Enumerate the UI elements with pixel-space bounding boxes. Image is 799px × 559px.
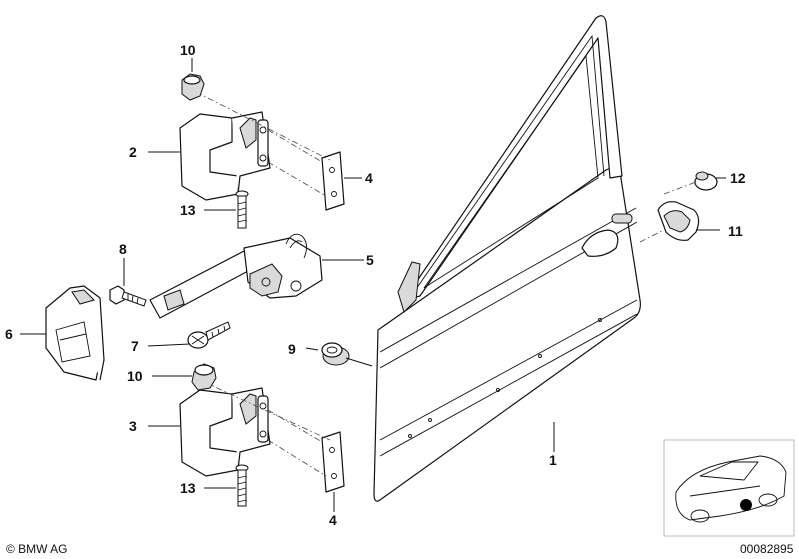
door-check-strap [149,233,323,319]
upper-bolt [235,190,249,229]
assembly-line [203,381,331,441]
callout-6: 6 [5,326,13,342]
callout-2: 2 [129,144,137,160]
callout-12: 12 [730,170,746,186]
leader-lines [20,58,726,512]
grommet [694,171,718,191]
assembly-line [639,229,665,243]
callout-13-upper: 13 [180,202,196,218]
callout-3: 3 [129,418,137,434]
callout-4-upper: 4 [365,170,373,186]
lower-bolt [235,464,249,507]
copyright-text: © BMW AG [6,542,68,556]
upper-door-hinge [179,111,271,201]
callout-11: 11 [728,223,743,239]
handle-carrier [657,201,700,241]
assembly-line [267,161,327,197]
assembly-line [267,439,327,477]
callout-10-upper: 10 [180,42,196,58]
callout-9: 9 [288,341,296,357]
callout-1: 1 [549,452,557,468]
lower-nut [191,363,217,391]
assembly-line [267,129,323,163]
upper-hinge-plate [321,151,345,211]
door-shell [373,15,641,502]
leader-line [345,357,373,367]
assembly-line [195,91,331,161]
hinge-cover [45,285,105,381]
bolt-8 [109,285,147,307]
callout-7: 7 [131,338,139,354]
lower-hinge-plate [321,431,345,493]
assembly-line [663,181,697,195]
callout-5: 5 [366,252,374,268]
callout-10-lower: 10 [127,368,143,384]
location-marker-icon [740,499,752,511]
upper-nut [181,73,205,101]
callout-13-lower: 13 [180,480,196,496]
diagram-number: 00082895 [740,542,794,556]
lower-door-hinge [179,387,271,477]
screw-7 [187,321,231,349]
assembly-line [267,409,323,443]
callout-4-lower: 4 [329,512,337,528]
callout-8: 8 [119,241,127,257]
rubber-plug [321,342,350,366]
car-locator-inset [663,439,795,537]
